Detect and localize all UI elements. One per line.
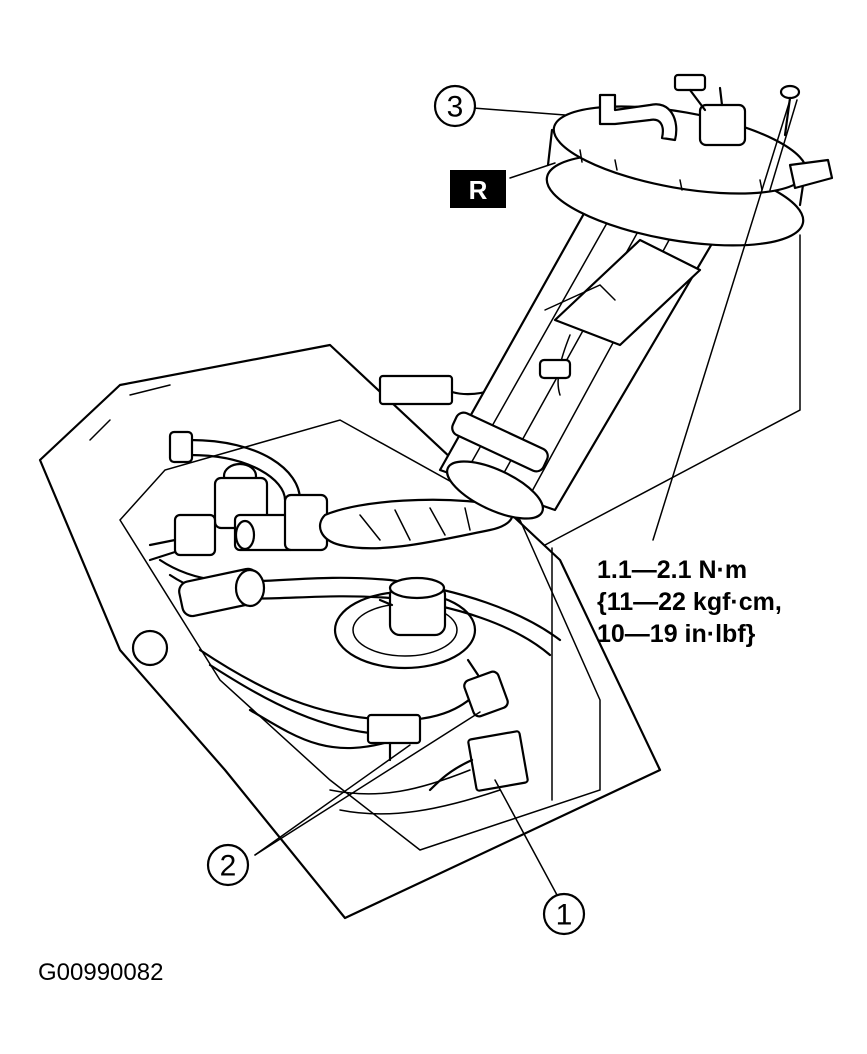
- callout-circle: [542, 892, 586, 936]
- callout-2: 2: [206, 843, 250, 887]
- valve-cluster: [148, 462, 329, 562]
- callout-1-label: 1: [556, 899, 573, 932]
- callout-3: 3: [433, 84, 477, 128]
- connector-main: [428, 730, 529, 792]
- callout-2-label: 2: [220, 850, 237, 883]
- callout-3-label: 3: [447, 91, 464, 124]
- leader-lines: [254, 99, 801, 896]
- pump-flange: [545, 73, 834, 247]
- sender-plate: [318, 498, 514, 550]
- callout-1: 1: [542, 892, 586, 936]
- fuel-pump-assembly: [438, 183, 722, 520]
- replace-badge: R: [450, 170, 506, 208]
- torque-spec-line-2: {11—22 kgf·cm,: [597, 588, 782, 616]
- badge-label: R: [469, 175, 488, 205]
- tank-fitting: [333, 576, 477, 670]
- torque-spec-line-3: 10—19 in·lbf}: [597, 620, 756, 648]
- badge-box: [450, 170, 506, 208]
- connector-left: [366, 713, 422, 762]
- torque-spec-line-1: 1.1—2.1 N·m: [597, 556, 747, 584]
- figure-code: G00990082: [38, 959, 163, 986]
- flange-screw: [779, 84, 801, 137]
- connector-right: [463, 658, 509, 718]
- tank-mount-hole: [131, 629, 169, 667]
- callout-circle: [206, 843, 250, 887]
- torque-spec: 1.1—2.1 N·m {11—22 kgf·cm, 10—19 in·lbf}: [597, 556, 782, 648]
- callout-circle: [433, 84, 477, 128]
- fuel-tank: [38, 343, 662, 920]
- tank-hoses: [158, 430, 562, 815]
